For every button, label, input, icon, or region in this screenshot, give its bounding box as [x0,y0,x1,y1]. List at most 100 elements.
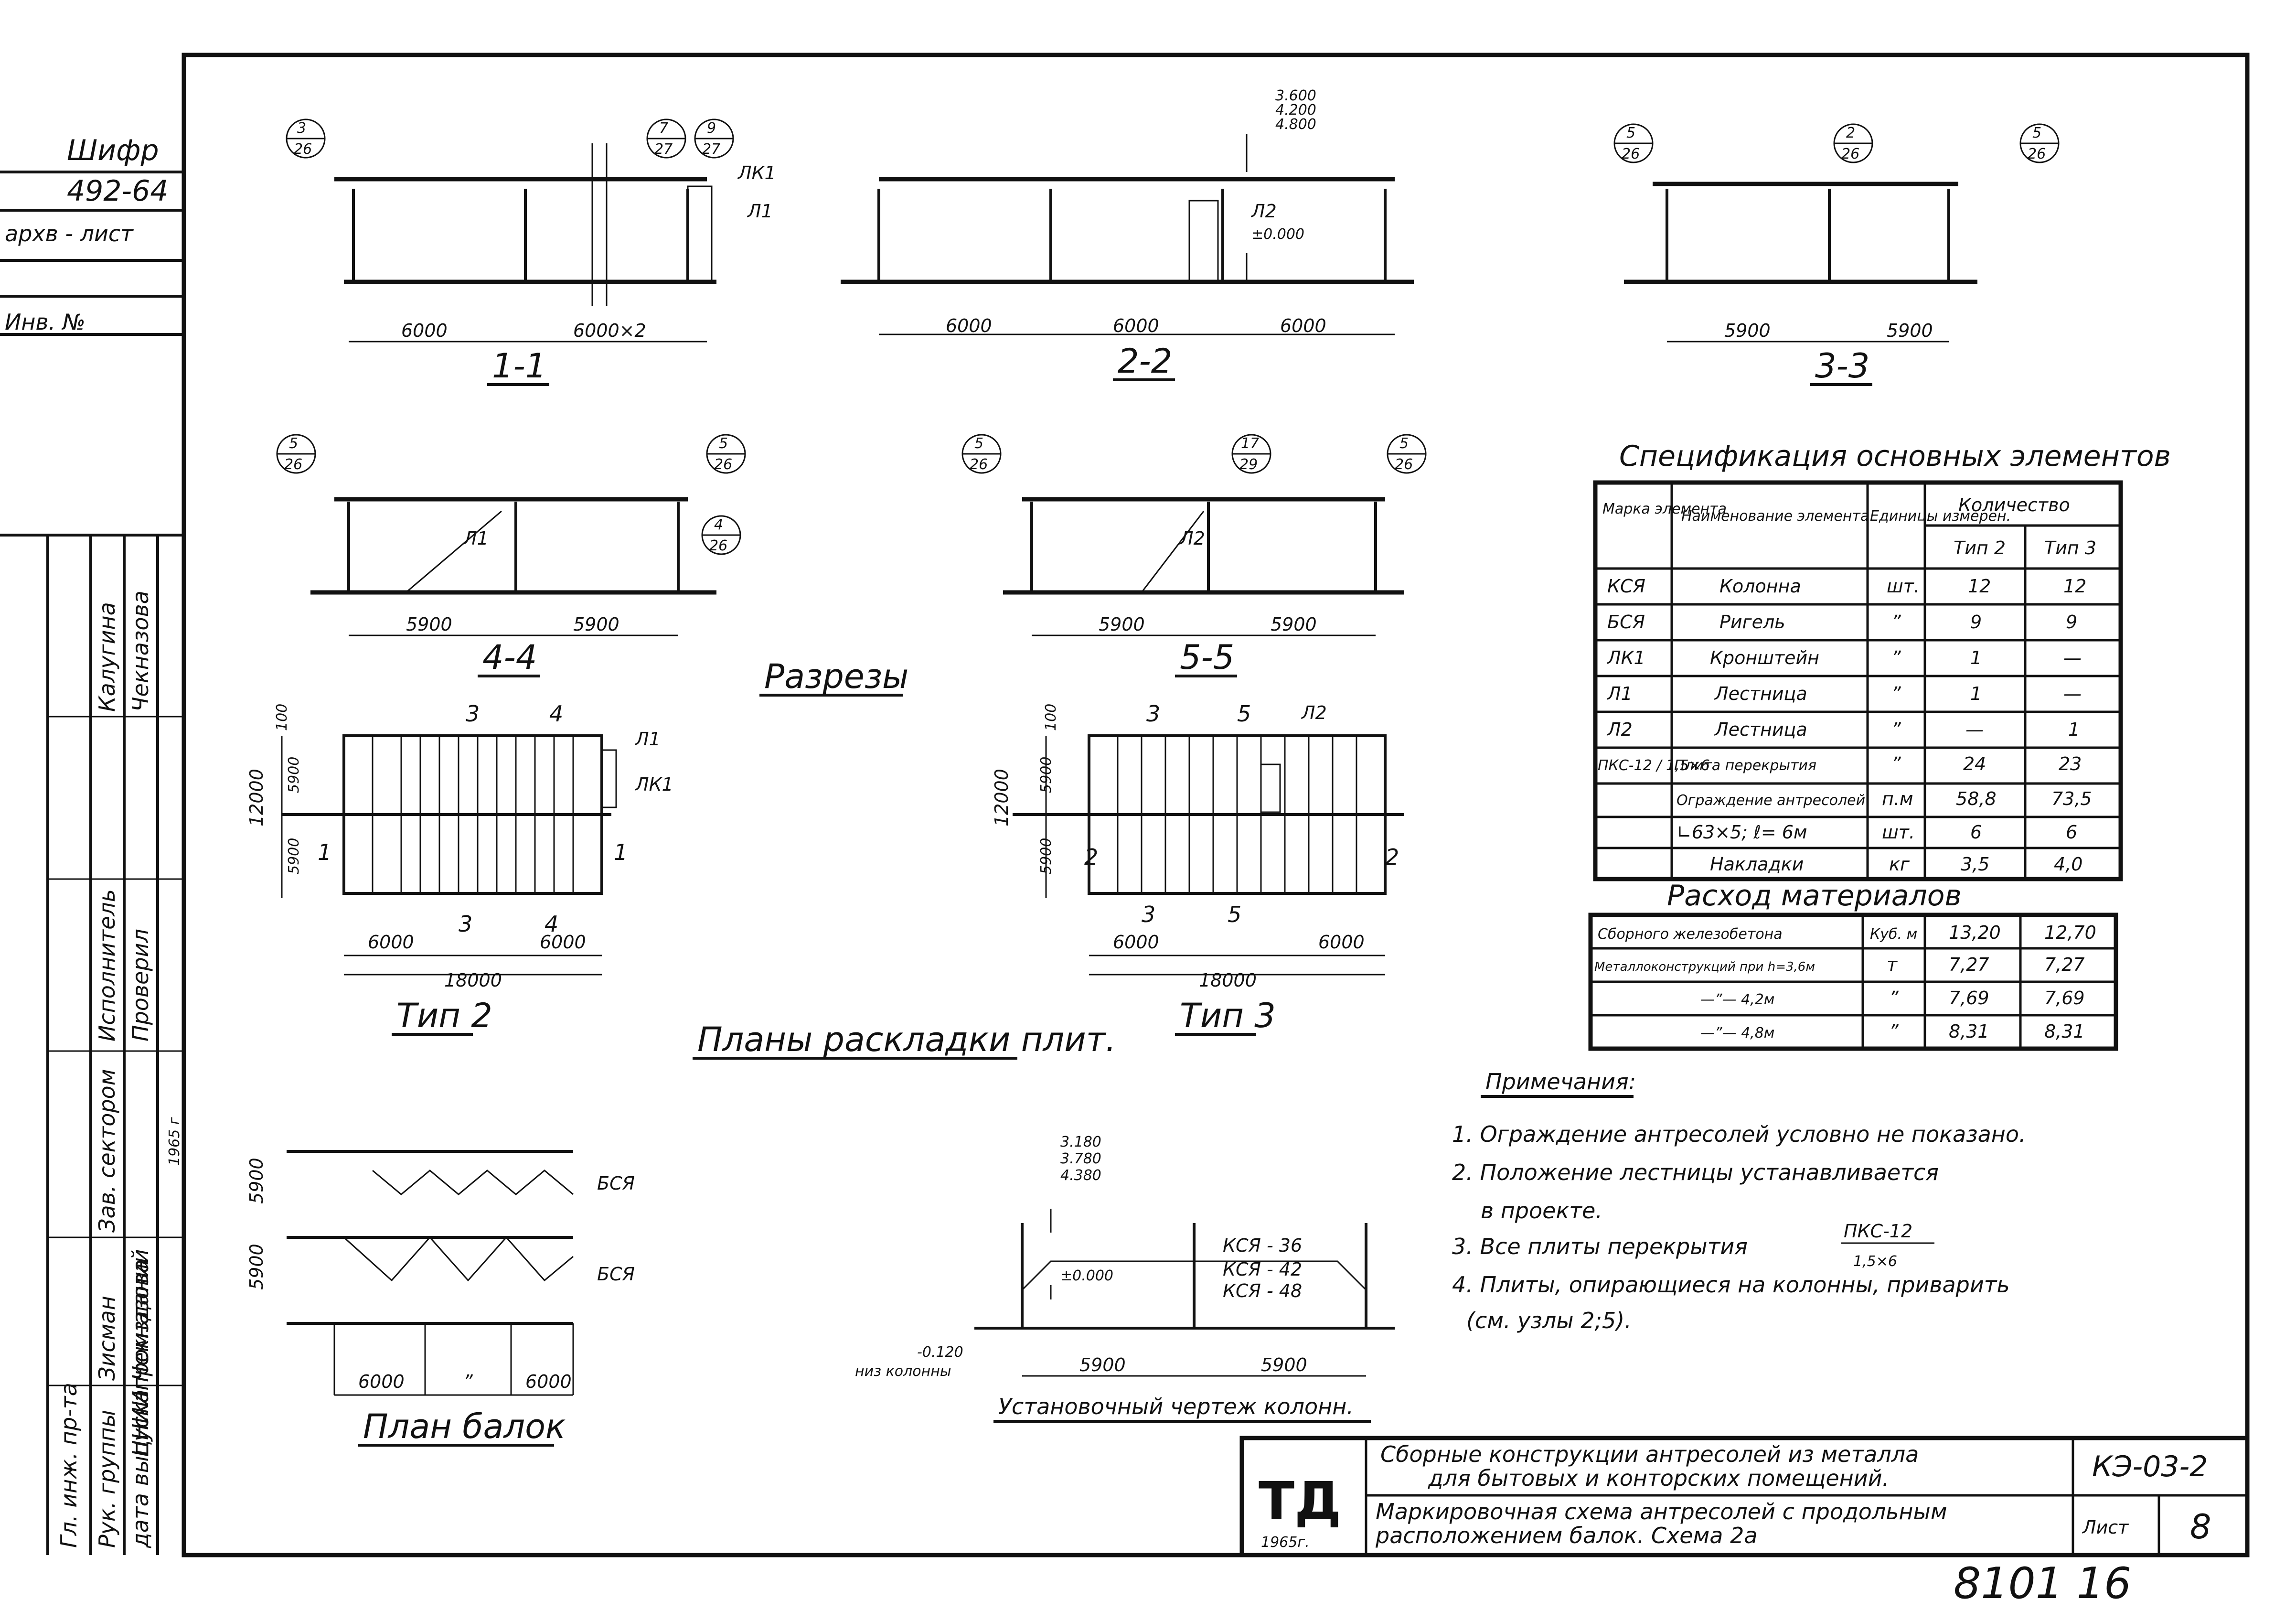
svg-text:1: 1 [1970,683,1982,704]
beam-dim-a: 6000 [358,1371,405,1392]
svg-text:7,27: 7,27 [1949,954,1989,975]
t3-label-l2: Л2 [1301,702,1327,723]
t2-cut-4: 4 [549,701,563,727]
t2-cut-1b: 1 [614,839,628,865]
dim-1-1-b: 6000×2 [573,320,646,341]
t2-label-lk1: ЛК1 [634,774,673,795]
svg-text:Лестница: Лестница [1714,683,1807,704]
svg-text:”: ” [1891,753,1901,774]
t3-cut-5: 5 [1237,701,1251,727]
column-layout: 3.180 3.780 4.380 ±0.000 -0.120 низ коло… [855,1134,1395,1423]
note-frac-bot: 1,5×6 [1853,1253,1897,1270]
col-dim-a: 5900 [1079,1354,1126,1375]
col-bottom-label: низ колонны [855,1363,951,1380]
col-level-c: 4.380 [1060,1167,1101,1184]
spec-h-t3: Тип 3 [2044,537,2096,558]
svg-text:5: 5 [289,435,298,452]
beam-label-b: БСЯ [597,1264,635,1285]
td-logo: ТД [1259,1471,1341,1532]
role-executor: Исполнитель [94,889,120,1041]
svg-text:7,69: 7,69 [2044,988,2085,1009]
svg-text:шт.: шт. [1882,822,1915,843]
note-frac-top: ПКС-12 [1844,1221,1912,1242]
spec-h-mark: Марка элемента [1602,501,1727,517]
svg-text:ЛК1: ЛК1 [1606,647,1645,668]
svg-text:9: 9 [2066,612,2077,633]
col-mark-c: КСЯ - 48 [1223,1280,1302,1301]
spec-row: ∟63×5; ℓ= 6м шт.6 6 [1677,822,2077,843]
t3-total: 18000 [1199,970,1257,991]
t2-half-a: 5900 [286,757,302,793]
svg-text:—: — [1965,719,1984,740]
svg-text:1: 1 [2068,719,2080,740]
svg-text:”: ” [1891,719,1901,740]
svg-text:24: 24 [1963,753,1986,774]
t3-height: 12000 [991,769,1012,827]
section-1-1: 326 727 927 ЛК1 Л1 6000 6000×2 1-1 [286,118,776,386]
svg-text:4,0: 4,0 [2054,854,2082,875]
level-3600: 3.600 [1275,87,1316,104]
svg-text:—”— 4,8м: —”— 4,8м [1700,1025,1774,1041]
svg-text:7,69: 7,69 [1949,988,1989,1009]
svg-text:29: 29 [1239,456,1258,473]
svg-text:Лестница: Лестница [1714,719,1807,740]
t3-width-a: 6000 [1113,932,1159,953]
name-1: Калугина [94,602,120,712]
spec-h-qty: Количество [1958,494,2070,515]
svg-text:23: 23 [2059,753,2082,774]
col-dim-b: 5900 [1261,1354,1307,1375]
dim-5-5-a: 5900 [1099,614,1145,635]
svg-text:шт.: шт. [1887,576,1920,597]
arch-label: архв - лист [5,221,134,247]
stamp-sheet-label: Лист [2082,1517,2129,1538]
plans-caption: Планы раскладки плит. [697,1020,1116,1059]
col-level-a: 3.180 [1060,1134,1101,1150]
t2-total: 18000 [444,970,502,991]
svg-text:—: — [2063,647,2082,668]
mat-title: Расход материалов [1667,879,1962,912]
spec-h-t2: Тип 2 [1954,537,2006,558]
spec-title: Спецификация основных элементов [1619,440,2171,473]
t2-width-a: 6000 [368,932,414,953]
label-l1: Л1 [747,201,773,222]
dim-3-3-a: 5900 [1724,320,1771,341]
svg-text:Л1: Л1 [1606,683,1633,704]
t2-width-b: 6000 [540,932,586,953]
beam-plan-title: План балок [363,1407,566,1446]
title-block: ТД 1965г. Сборные конструкции антресолей… [1239,1436,2250,1557]
sections-caption: Разрезы [764,657,908,696]
svg-text:13,20: 13,20 [1949,922,2001,943]
t3-cut-3b: 3 [1142,902,1155,927]
title-3-3: 3-3 [1815,346,1869,386]
side-stamp: Шифр 492-64 архв - лист Инв. № Исполните… [0,134,184,1555]
title-1-1: 1-1 [492,346,546,386]
label-lk1: ЛК1 [737,162,776,183]
t2-edge: 100 [274,704,290,731]
title-5-5: 5-5 [1180,638,1234,677]
spec-table: Спецификация основных элементов Марка эл… [1593,440,2171,881]
t3-title: Тип 3 [1180,996,1276,1035]
stamp-subtitle-1: Маркировочная схема антресолей с продоль… [1376,1499,1947,1524]
role-group: Рук. группы [94,1410,120,1548]
svg-text:Ограждение антресолей: Ограждение антресолей [1677,792,1865,809]
dim-4-4-b: 5900 [573,614,619,635]
svg-text:”: ” [1891,612,1901,633]
shifr-value: 492-64 [67,174,169,208]
svg-text:17: 17 [1241,435,1259,452]
section-2-2: 3.600 4.200 4.800 ±0.000 Л2 6000 6000 60… [841,87,1414,381]
t2-cut-4b: 4 [545,911,558,937]
svg-text:9: 9 [1970,612,1982,633]
t2-cut-1a: 1 [318,839,331,865]
svg-text:58,8: 58,8 [1956,788,1997,809]
plan-type-2: 12000 5900 5900 100 6000 6000 18000 3 4 … [246,701,673,1036]
name-4: Чекназова [128,1259,153,1381]
